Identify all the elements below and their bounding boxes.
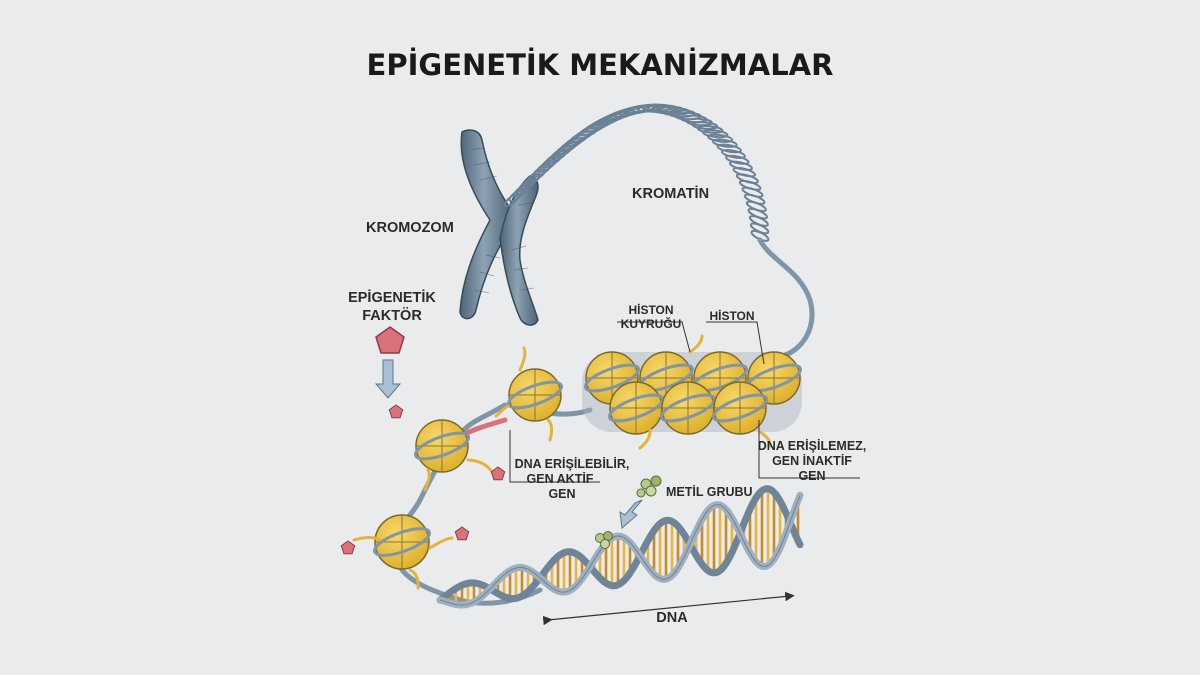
pentagon-icon: [375, 326, 405, 354]
bound-factors: [340, 404, 506, 555]
chromatin-coil: [503, 103, 770, 242]
coil-turn: [707, 133, 734, 143]
label-dna-inaccessible-3: GEN: [798, 469, 825, 483]
dna-length-arrow: [542, 591, 795, 626]
histone-tail: [638, 428, 652, 450]
label-histone: HİSTON: [709, 308, 754, 323]
coil-turn: [720, 149, 746, 159]
pentagon-icon: [490, 466, 506, 481]
page-title: EPİGENETİK MEKANİZMALAR: [367, 48, 834, 82]
label-dna: DNA: [656, 610, 688, 626]
histone-tail: [423, 468, 431, 492]
label-epigenetic-factor-1: EPİGENETİK: [348, 289, 436, 306]
loose-nucleosome: [414, 419, 470, 473]
nucleosome: [608, 381, 664, 435]
label-dna-accessible-3: GEN: [548, 487, 575, 501]
dna-wrap: [660, 393, 716, 423]
label-dna-accessible-1: DNA ERİŞİLEBİLİR,: [515, 456, 630, 471]
histone-tail: [408, 568, 420, 590]
histone-tail: [428, 536, 454, 550]
dna-helix: [436, 485, 804, 609]
chromosome: [459, 129, 539, 326]
methyl-arrow-icon: [619, 499, 643, 529]
histone-tail: [758, 430, 772, 448]
histone-tail: [352, 536, 382, 542]
coil-turn: [702, 129, 729, 139]
dna-wrap: [373, 527, 431, 557]
loose-nucleosome: [507, 368, 563, 422]
pentagon-icon: [388, 404, 404, 419]
label-methyl-group: METİL GRUBU: [666, 484, 753, 499]
pentagon-icon: [454, 526, 470, 541]
label-histone-tail-2: KUYRUĞU: [621, 316, 682, 331]
label-chromatin: KROMATİN: [632, 185, 709, 202]
dna-wrap: [414, 431, 470, 461]
histone-tail: [466, 458, 494, 474]
label-chromosome: KROMOZOM: [366, 220, 454, 236]
methyl-cluster-icon: [636, 475, 662, 498]
loose-nucleosomes: [352, 346, 563, 590]
pentagon-icon: [340, 540, 356, 555]
nucleosome: [712, 381, 768, 435]
dna-wrap: [507, 380, 563, 410]
histone-tail: [546, 418, 554, 442]
chromatin-fiber: [757, 237, 815, 358]
label-dna-inaccessible-1: DNA ERİŞİLEMEZ,: [758, 438, 867, 453]
attached-methyl-icon: [595, 531, 613, 549]
dna-wrap: [584, 363, 640, 393]
histone-tail: [518, 346, 527, 372]
label-epigenetic-factor-2: FAKTÖR: [362, 307, 422, 324]
coil-turn: [696, 125, 724, 134]
coil-turn: [725, 154, 750, 165]
loose-nucleosome: [373, 514, 431, 570]
coil-turn: [711, 138, 738, 148]
label-leaders: [509, 321, 860, 483]
dna-backbone-outline: [439, 495, 801, 606]
dna-wrap: [712, 393, 768, 423]
histone-tail: [494, 404, 510, 418]
nucleosome-array: [582, 334, 802, 450]
label-histone-tail-1: HİSTON: [628, 302, 673, 317]
label-dna-accessible-2: GEN AKTİF: [527, 471, 594, 486]
coil-turn: [716, 143, 742, 154]
histone-tail: [688, 334, 704, 354]
down-arrow-icon: [374, 359, 402, 399]
label-dna-inaccessible-2: GEN İNAKTİF: [772, 453, 852, 468]
dna-wrap: [608, 393, 664, 423]
